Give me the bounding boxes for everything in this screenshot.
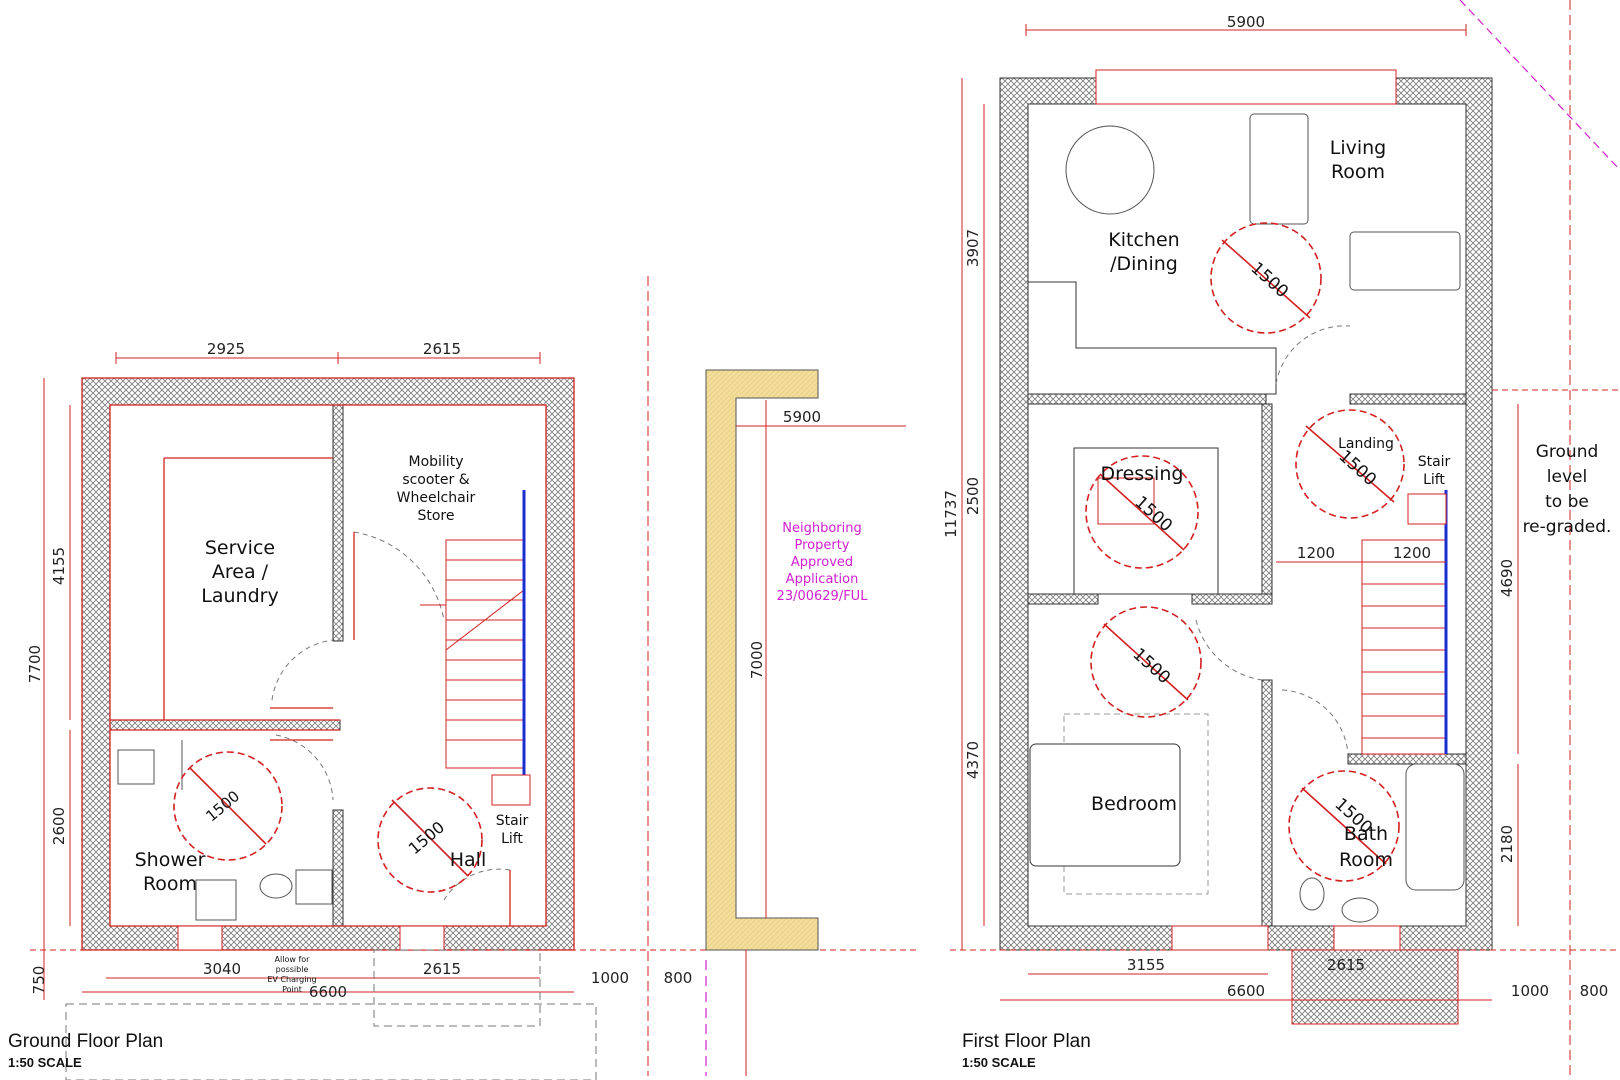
first-floor-title-block: First Floor Plan 1:50 SCALE — [962, 1031, 1091, 1070]
gf-internal-wall-shower — [109, 719, 341, 731]
gf-turning-circle-label: 1500 — [405, 817, 448, 858]
ff-dim-side-1: 1000 — [1511, 982, 1549, 1000]
gf-service-label: Service — [205, 537, 275, 559]
ground-floor-plan — [30, 276, 920, 1080]
gf-turning-circle-label: 1500 — [202, 787, 243, 825]
gf-internal-wall-service — [332, 404, 344, 642]
gf-mobility-label: Mobility — [409, 454, 464, 470]
ground-floor-title: Ground Floor Plan — [8, 1031, 164, 1052]
ground-floor-title-block: Ground Floor Plan 1:50 SCALE — [8, 1031, 163, 1070]
neighbor-note-line: 23/00629/FUL — [776, 589, 868, 604]
ff-dim-bottom-total: 6600 — [1227, 982, 1265, 1000]
ground-note-line: Ground — [1535, 442, 1599, 462]
gf-dim-top-left: 2925 — [207, 340, 245, 358]
ff-dim-left-2: 2500 — [964, 477, 982, 515]
ground-note-line: to be — [1545, 492, 1589, 512]
gf-internal-wall-shower-v — [332, 809, 344, 927]
ff-stairlift-label: Stair — [1418, 454, 1451, 470]
ground-note-line: level — [1546, 467, 1588, 487]
gf-mobility-label: Wheelchair — [397, 490, 476, 506]
ff-bath-label: Bath — [1344, 823, 1388, 845]
ff-kitchen-label: Kitchen — [1108, 229, 1179, 251]
first-floor-title: First Floor Plan — [962, 1031, 1091, 1052]
ff-turning-circle-bedroom — [1090, 606, 1202, 718]
ff-bedroom-label: Bedroom — [1091, 793, 1177, 815]
ff-dim-top: 5900 — [1227, 13, 1265, 31]
gf-stairlift-label: Stair — [496, 813, 529, 829]
gf-mobility-label: scooter & — [402, 472, 469, 488]
gf-hall-label: Hall — [450, 849, 487, 871]
gf-mobility-label: Store — [417, 508, 454, 524]
gf-dim-top-right: 2615 — [423, 340, 461, 358]
ff-living-label: Living — [1330, 137, 1387, 159]
gf-shower-label: Room — [143, 873, 197, 895]
ff-turning-circle-dressing — [1085, 455, 1199, 569]
ff-dim-left-1: 3907 — [964, 229, 982, 267]
ff-turning-circle-landing — [1295, 409, 1405, 519]
ground-floor-scale: 1:50 SCALE — [8, 1055, 82, 1070]
ff-turning-circle-kitchen — [1210, 222, 1322, 334]
neighbor-note-line: Approved — [790, 555, 854, 570]
ff-dim-right-upper: 4690 — [1498, 559, 1516, 597]
gf-dim-left-lower: 2600 — [50, 807, 68, 845]
ff-dim-bottom-left: 3155 — [1127, 956, 1165, 974]
neighbor-property — [705, 369, 906, 1076]
gf-dim-left-upper: 4155 — [50, 547, 68, 585]
gf-dim-front: 750 — [30, 966, 48, 995]
ff-dim-landing-2: 1200 — [1393, 544, 1431, 562]
ff-bath-label: Room — [1339, 849, 1393, 871]
neighbor-note-line: Application — [785, 572, 859, 587]
neighbor-note-line: Neighboring — [782, 521, 862, 536]
gf-dim-side-2: 800 — [664, 969, 693, 987]
gf-turning-circle-hall — [377, 787, 483, 893]
neighbor-dim-depth: 7000 — [748, 641, 766, 679]
first-floor-plan — [950, 0, 1620, 1076]
ff-turning-circle-bath — [1288, 770, 1400, 882]
ff-dim-bottom-right: 2615 — [1327, 956, 1365, 974]
gf-ev-note: possible — [276, 965, 309, 974]
gf-service-label: Laundry — [201, 585, 278, 607]
ff-landing-label: Landing — [1338, 436, 1394, 452]
gf-stairlift-label: Lift — [501, 831, 523, 847]
neighbor-note: Neighboring Property Approved Applicatio… — [756, 520, 888, 605]
ff-dim-right-lower: 2180 — [1498, 825, 1516, 863]
ff-dim-left-total: 11737 — [942, 490, 960, 538]
ff-stairlift-label: Lift — [1423, 472, 1445, 488]
gf-shower-label: Shower — [135, 849, 206, 871]
neighbor-note-line: Property — [794, 538, 850, 553]
ff-dim-left-3: 4370 — [964, 741, 982, 779]
gf-dim-bottom-right: 2615 — [423, 960, 461, 978]
gf-dim-bottom-total: 6600 — [309, 983, 347, 1001]
ground-regrade-note: Ground level to be re-graded. — [1512, 440, 1620, 540]
ff-dim-landing-1: 1200 — [1297, 544, 1335, 562]
gf-turning-circle-shower — [173, 751, 283, 861]
ff-kitchen-label: /Dining — [1110, 253, 1178, 275]
gf-dim-bottom-left: 3040 — [203, 960, 241, 978]
ground-note-line: re-graded. — [1522, 517, 1612, 537]
gf-service-label: Area / — [212, 561, 269, 583]
neighbor-dim-width: 5900 — [783, 408, 821, 426]
gf-dim-side-1: 1000 — [591, 969, 629, 987]
first-floor-scale: 1:50 SCALE — [962, 1055, 1036, 1070]
ff-dim-side-2: 800 — [1580, 982, 1609, 1000]
gf-dim-left-total: 7700 — [26, 645, 44, 683]
ff-living-label: Room — [1331, 161, 1385, 183]
ff-dressing-label: Dressing — [1101, 463, 1184, 485]
gf-ev-note: Allow for — [275, 955, 311, 964]
gf-ev-note: Point — [282, 985, 302, 994]
gf-ev-note: EV Charging — [267, 975, 316, 984]
